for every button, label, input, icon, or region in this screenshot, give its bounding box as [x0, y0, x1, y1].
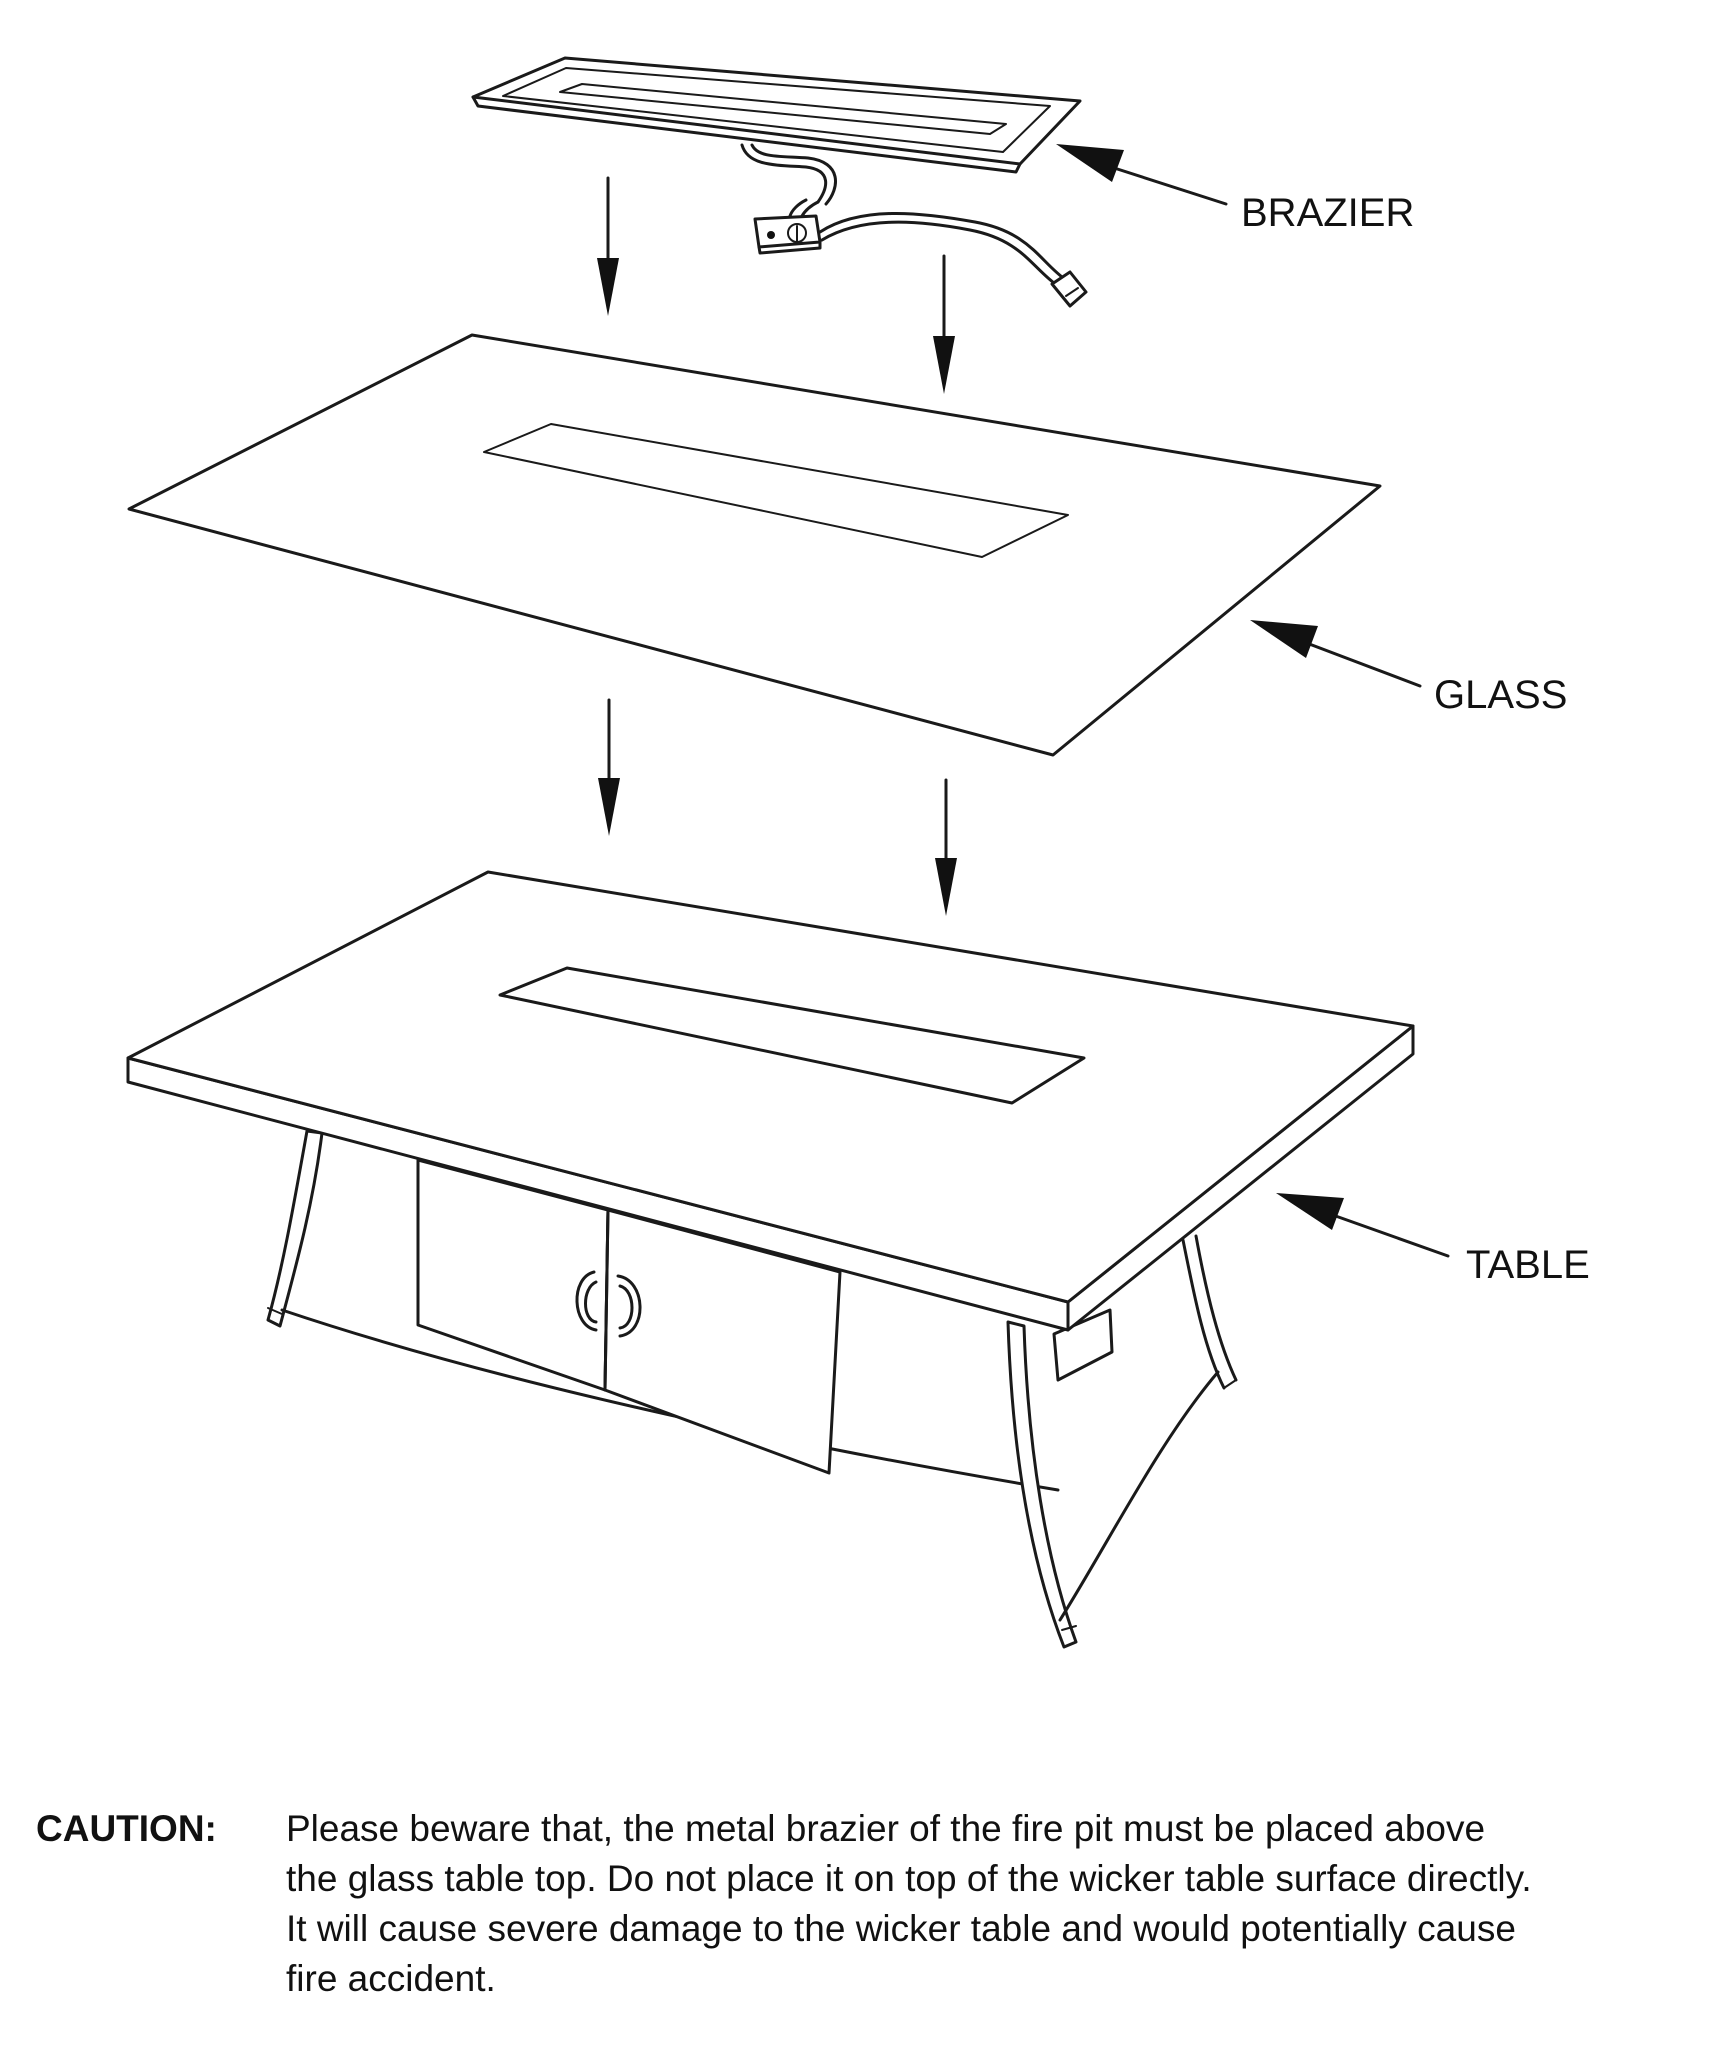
caution-label: CAUTION:: [36, 1808, 217, 1849]
arrow-down-left-lower: [598, 698, 620, 836]
brazier-part: [471, 56, 1088, 308]
table-label: TABLE: [1466, 1243, 1590, 1287]
caution-line-2: the glass table top. Do not place it on …: [286, 1858, 1532, 1899]
caution-text: Please beware that, the metal brazier of…: [250, 1804, 1696, 2004]
caution-line-1: Please beware that, the metal brazier of…: [286, 1808, 1486, 1849]
caution-line-3: It will cause severe damage to the wicke…: [286, 1908, 1516, 1949]
table-pointer-arrow: [1276, 1193, 1450, 1258]
glass-part: [127, 333, 1382, 757]
brazier-label: BRAZIER: [1241, 191, 1414, 235]
arrow-down-right-upper: [933, 254, 955, 394]
table-part: [126, 870, 1415, 1649]
glass-label: GLASS: [1434, 673, 1567, 717]
brazier-pointer-arrow: [1056, 144, 1228, 206]
arrow-down-right-lower: [935, 778, 957, 916]
caution-line-4: fire accident.: [286, 1958, 496, 1999]
arrow-down-left-upper: [597, 176, 619, 316]
glass-pointer-arrow: [1250, 620, 1422, 688]
